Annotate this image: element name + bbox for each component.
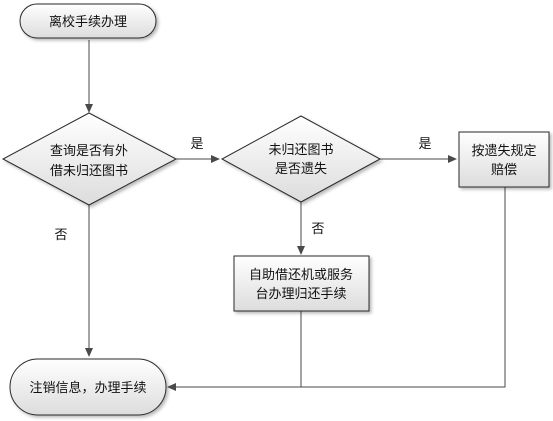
edges — [85, 40, 506, 391]
process-compensate-label-line2: 赔偿 — [491, 163, 517, 178]
decision-borrowed-shape — [1, 112, 178, 206]
process-return-label-line1: 自助借还机或服务 — [249, 267, 353, 283]
node-process-return: 自助借还机或服务 台办理归还手续 — [233, 255, 370, 312]
process-compensate-label-line1: 按遗失规定 — [471, 144, 536, 159]
edge-label-lost-yes: 是 — [418, 137, 431, 152]
node-process-compensate: 按遗失规定 赔偿 — [458, 131, 550, 188]
end-label: 注销信息，办理手续 — [29, 380, 146, 396]
edge-label-lost-no: 否 — [311, 222, 324, 237]
end-terminator-shape — [9, 358, 167, 416]
decision-lost-label-line2: 是否遗失 — [275, 162, 327, 177]
edge-label-borrowed-no: 否 — [54, 228, 67, 243]
process-return-label-line2: 台办理归还手续 — [255, 287, 346, 302]
decision-borrowed-label-line1: 查询是否有外 — [50, 144, 128, 159]
start-terminator-shape — [19, 3, 157, 39]
node-start: 离校手续办理 — [19, 3, 157, 39]
node-decision-borrowed: 查询是否有外 借未归还图书 — [1, 112, 178, 206]
decision-borrowed-label-line2: 借未归还图书 — [50, 164, 128, 179]
start-label: 离校手续办理 — [49, 14, 127, 30]
decision-lost-shape — [220, 115, 382, 203]
process-compensate-shape — [458, 131, 550, 188]
node-decision-lost: 未归还图书 是否遗失 — [220, 115, 382, 203]
process-return-shape — [233, 255, 370, 312]
decision-lost-label-line1: 未归还图书 — [268, 143, 333, 158]
node-end: 注销信息，办理手续 — [9, 358, 167, 416]
edge-compensate-to-end — [167, 187, 506, 391]
edge-label-borrowed-yes: 是 — [190, 137, 203, 152]
